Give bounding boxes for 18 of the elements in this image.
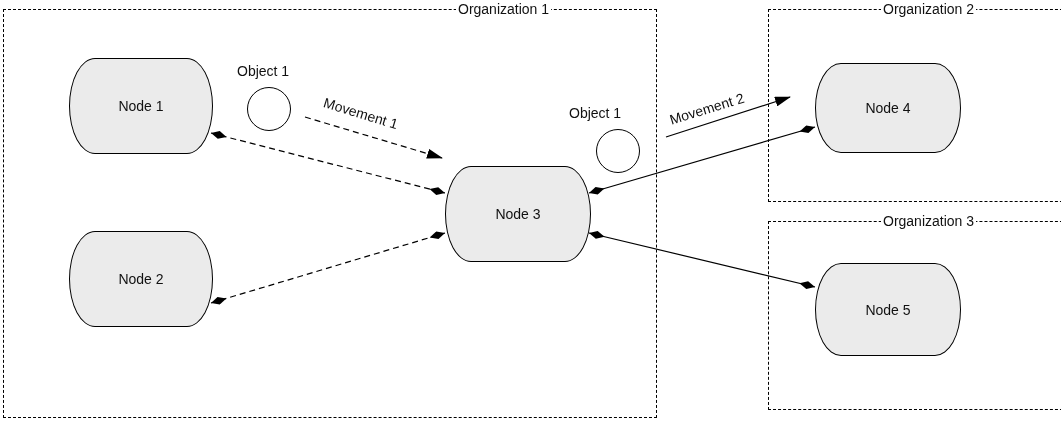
organization-label: Organization 2	[881, 1, 977, 17]
process-node	[69, 58, 213, 154]
organization-label: Organization 1	[456, 1, 552, 17]
process-node	[69, 231, 213, 327]
node-label: Node 2	[118, 271, 164, 287]
process-node	[445, 166, 591, 262]
connector	[210, 231, 446, 305]
organization-label: Organization 3	[881, 213, 977, 229]
process-node	[815, 263, 961, 356]
connector	[588, 125, 816, 195]
object-label: Object 1	[569, 105, 622, 121]
node-label: Node 3	[495, 206, 541, 222]
node-label: Node 1	[118, 98, 164, 114]
object-label: Object 1	[237, 63, 290, 79]
node-label: Node 5	[865, 301, 911, 318]
process-node	[815, 63, 961, 153]
connector	[210, 131, 446, 195]
node-label: Node 4	[865, 100, 911, 116]
